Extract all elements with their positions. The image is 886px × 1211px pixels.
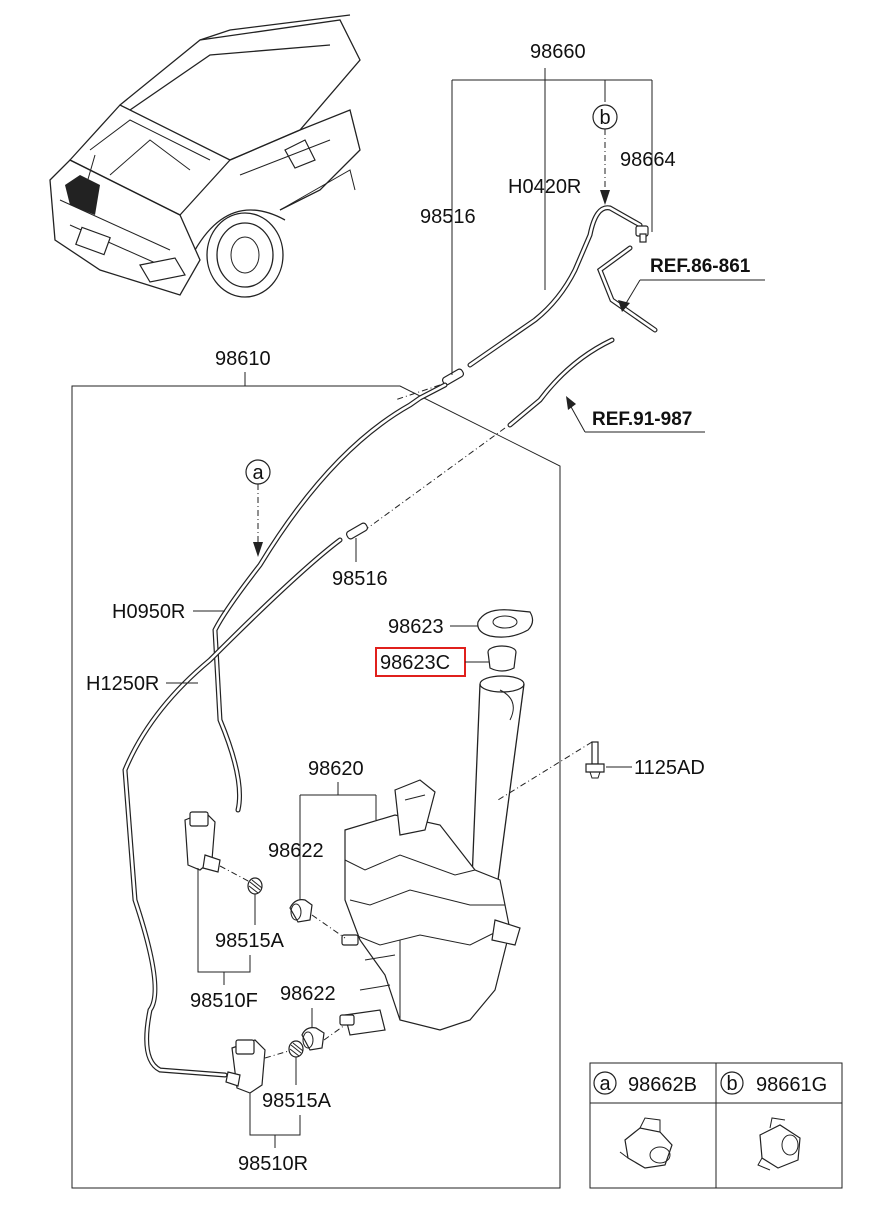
reservoir-tank-98620: 98620 xyxy=(299,758,521,1036)
vehicle-illustration xyxy=(49,14,361,298)
label-98610: 98610 xyxy=(215,348,271,370)
part-group-98660: 98660 xyxy=(451,41,653,370)
label-98622-top: 98622 xyxy=(268,840,324,862)
label-98515a-top: 98515A xyxy=(215,930,285,952)
hose-ref-91-987: REF.91-987 xyxy=(364,337,705,531)
cap-98623: 98623 xyxy=(388,609,534,638)
connector-98516-mid: 98516 xyxy=(332,522,388,590)
pump-98510r: 98515A 98510R xyxy=(225,1039,332,1175)
label-1125ad: 1125AD xyxy=(634,757,705,779)
pump-98510f: 98515A 98510F xyxy=(184,811,285,1012)
label-98622-bottom: 98622 xyxy=(280,983,336,1005)
clip-98661g-drawing xyxy=(757,1117,801,1171)
label-98623: 98623 xyxy=(388,616,444,638)
hose-h0950r xyxy=(212,382,448,813)
strainer-98623c: 98623C xyxy=(375,645,517,677)
label-98515a-bottom: 98515A xyxy=(262,1090,332,1112)
legend-callout-a xyxy=(593,1071,617,1095)
legend-a-letter: a xyxy=(599,1073,611,1095)
label-98623c: 98623C xyxy=(380,652,450,674)
label-98664: 98664 xyxy=(620,149,676,171)
label-98510r: 98510R xyxy=(238,1153,308,1175)
label-ref-91-987: REF.91-987 xyxy=(592,409,692,430)
callout-b: b xyxy=(592,104,618,205)
grommet-98622-top: 98622 xyxy=(268,840,346,939)
callout-a: a xyxy=(245,459,271,557)
label-98510f: 98510F xyxy=(190,990,258,1012)
label-h0950r: H0950R xyxy=(112,601,185,623)
label-h0420r: H0420R xyxy=(508,176,581,198)
legend-part-98662b: 98662B xyxy=(628,1074,697,1096)
grommet-98622-bottom: 98622 xyxy=(280,983,346,1051)
legend-part-98661g: 98661G xyxy=(756,1074,827,1096)
label-98516-top: 98516 xyxy=(420,206,476,228)
label-98660: 98660 xyxy=(530,41,586,63)
filler-neck xyxy=(471,675,525,881)
hose-ref-86-861: REF.86-861 xyxy=(596,245,765,333)
label-98516-mid: 98516 xyxy=(332,568,388,590)
svg-text:a: a xyxy=(252,462,264,484)
svg-text:b: b xyxy=(599,107,610,129)
hose-h1250r xyxy=(122,537,343,1078)
label-h1250r: H1250R xyxy=(86,673,159,695)
bolt-1125ad: 1125AD xyxy=(497,741,705,801)
legend-table: a 98662B b 98661G xyxy=(589,1062,843,1189)
assembly-frame-98610: 98610 xyxy=(71,348,561,1189)
clip-98662b-drawing xyxy=(619,1117,673,1169)
connector-98516-top xyxy=(441,368,465,386)
label-98620: 98620 xyxy=(308,758,364,780)
hose-h0420r xyxy=(467,205,649,368)
label-ref-86-861: REF.86-861 xyxy=(650,256,751,277)
legend-b-letter: b xyxy=(726,1073,737,1095)
legend-callout-b xyxy=(720,1071,744,1095)
